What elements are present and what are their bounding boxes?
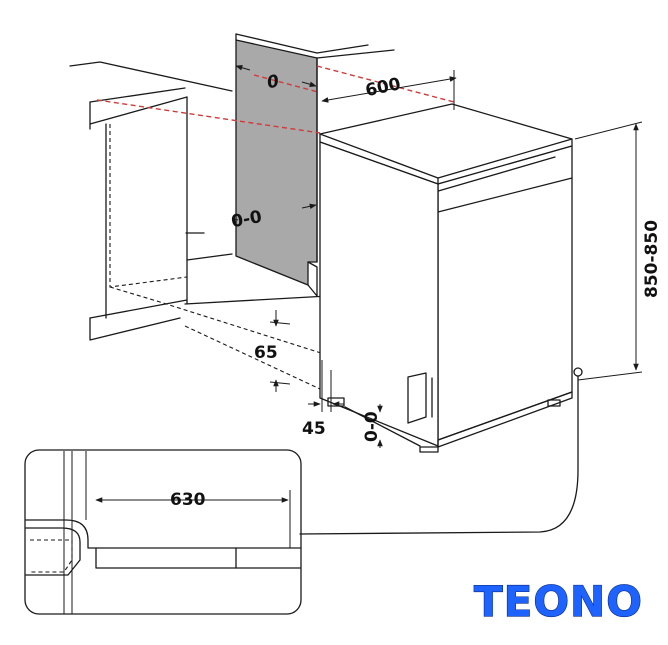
foot-adjust-dimension: 0-0 [362, 404, 383, 448]
drain-hose-line [299, 375, 579, 535]
plinth-depth-dimension: 45 [302, 360, 344, 439]
adjacent-cabinet [69, 61, 329, 390]
open-door-inset: 630 [24, 449, 302, 615]
height-label: 850-850 [642, 220, 662, 298]
open-door-depth-label: 630 [170, 490, 206, 510]
plinth-height-dimension: 65 [254, 310, 291, 392]
niche-gap-panel [235, 33, 395, 297]
height-dimension: 850-850 [574, 121, 662, 381]
foot-adjust-label: 0-0 [362, 411, 382, 442]
plinth-depth-label: 45 [302, 419, 326, 439]
top-gap-dimension: 0 [235, 65, 317, 93]
brand-logo: TEONO [474, 577, 643, 626]
dishwasher [319, 103, 583, 453]
plinth-height-label: 65 [254, 343, 278, 363]
top-gap-label: 0 [265, 71, 281, 93]
depth-label: 600 [364, 74, 403, 101]
depth-dimension: 600 [321, 70, 457, 110]
